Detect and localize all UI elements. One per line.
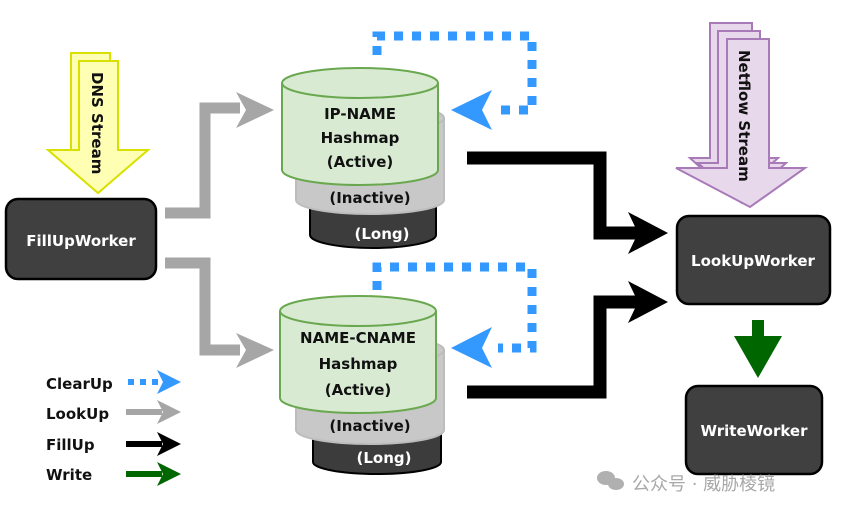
netflow-stream-arrow: Netflow Stream — [675, 22, 809, 209]
active-label: (Active) — [327, 153, 393, 171]
fillup-arrow-from-ip-name — [467, 151, 668, 254]
write-arrow — [734, 320, 782, 378]
dns-stream-label: DNS Stream — [88, 72, 106, 174]
legend: ClearUp LookUp FillUp Write — [46, 370, 181, 486]
netflow-stream-label: Netflow Stream — [735, 50, 753, 182]
lookup-worker: LookUpWorker — [675, 214, 832, 306]
lookup-worker-label: LookUpWorker — [691, 252, 816, 270]
active-label: (Active) — [325, 381, 391, 399]
lookup-arrow-to-ip-name — [165, 92, 274, 219]
legend-label: ClearUp — [46, 375, 113, 393]
legend-item-clearup: ClearUp — [46, 370, 181, 394]
long-label: (Long) — [357, 449, 412, 467]
watermark: 公众号 · 威胁棱镜 — [597, 471, 775, 495]
hashmap-type: Hashmap — [321, 129, 400, 147]
inactive-label: (Inactive) — [329, 417, 410, 435]
fillup-worker: FillUpWorker — [4, 197, 158, 281]
fillup-worker-label: FillUpWorker — [26, 232, 136, 250]
hashmap-ip-name: (Long) (Inactive) IP-NAME Hashmap (Activ… — [281, 67, 445, 249]
hashmap-type: Hashmap — [319, 355, 398, 373]
fillup-arrow-from-name-cname — [467, 281, 668, 399]
write-worker-label: WriteWorker — [700, 422, 808, 440]
watermark-text: 公众号 · 威胁棱镜 — [632, 474, 775, 495]
cylinder-active: IP-NAME Hashmap (Active) — [281, 67, 439, 186]
hashmap-name: IP-NAME — [324, 105, 396, 123]
write-worker: WriteWorker — [684, 384, 824, 476]
legend-label: LookUp — [46, 405, 109, 423]
long-label: (Long) — [355, 225, 410, 243]
lookup-arrow-to-name-cname — [165, 257, 274, 368]
legend-label: Write — [46, 466, 92, 484]
legend-item-lookup: LookUp — [46, 400, 181, 424]
legend-label: FillUp — [46, 436, 95, 454]
dns-stream-arrow: DNS Stream — [45, 52, 151, 195]
legend-item-fillup: FillUp — [46, 432, 181, 456]
wechat-icon — [597, 471, 624, 490]
hashmap-name: NAME-CNAME — [300, 329, 416, 347]
clearup-loop-ip-name — [372, 31, 537, 130]
cylinder-active: NAME-CNAME Hashmap (Active) — [279, 295, 437, 414]
clearup-loop-name-cname — [372, 262, 537, 368]
legend-item-write: Write — [46, 462, 181, 486]
hashmap-name-cname: (Long) (Inactive) NAME-CNAME Hashmap (Ac… — [279, 295, 445, 475]
inactive-label: (Inactive) — [329, 189, 410, 207]
